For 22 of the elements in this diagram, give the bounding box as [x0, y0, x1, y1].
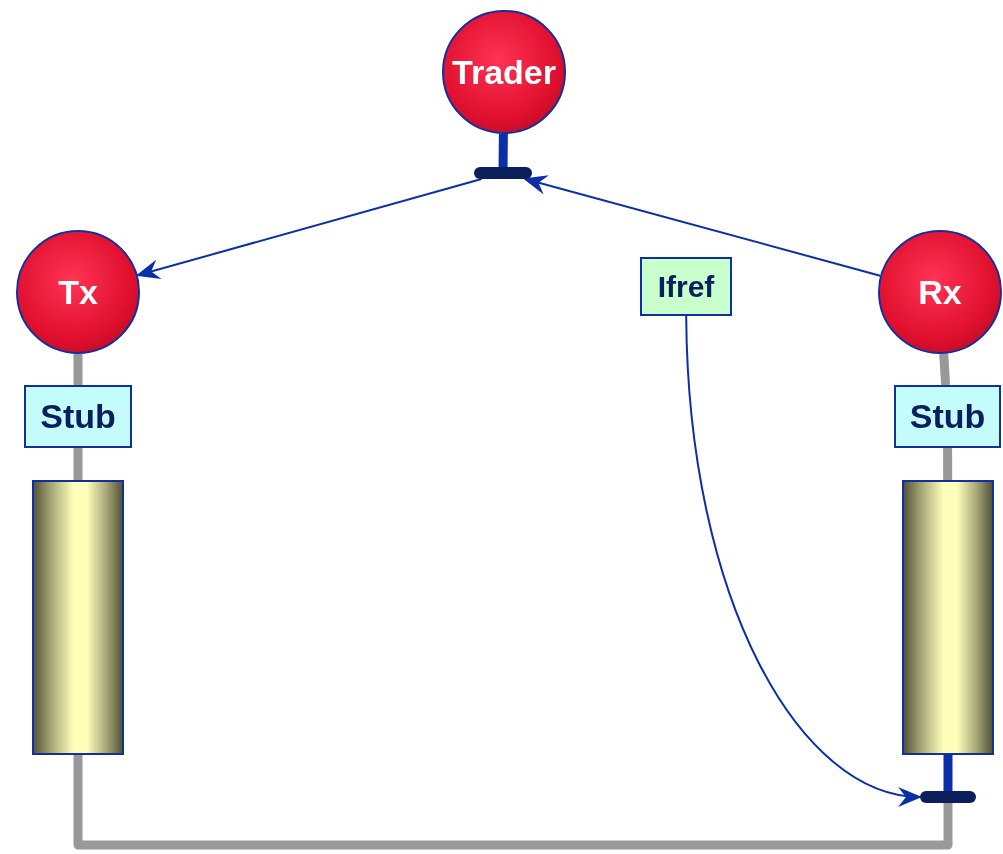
node-label: Stub: [40, 397, 116, 436]
node-label: Trader: [452, 52, 556, 92]
connector-line: [73, 755, 953, 850]
arrow: [685, 315, 922, 804]
node-label: Stub: [909, 397, 986, 436]
connector-line: [943, 448, 953, 480]
stub-box: [894, 385, 1001, 448]
label-box: [640, 257, 732, 316]
arrow: [523, 175, 882, 277]
node-label: Ifref: [657, 269, 715, 304]
connector-line: [939, 353, 951, 386]
connector-line: [73, 448, 83, 480]
node-label: Rx: [918, 272, 962, 312]
stub-box: [24, 385, 132, 448]
cylinder-shape: [902, 480, 994, 755]
connector-line: [498, 133, 508, 168]
cylinder-shape: [32, 480, 124, 755]
node-label: Tx: [58, 272, 98, 312]
port-bar: [474, 167, 532, 179]
connector-line: [943, 755, 953, 791]
connector-line: [73, 354, 83, 385]
port-bar: [920, 791, 976, 803]
